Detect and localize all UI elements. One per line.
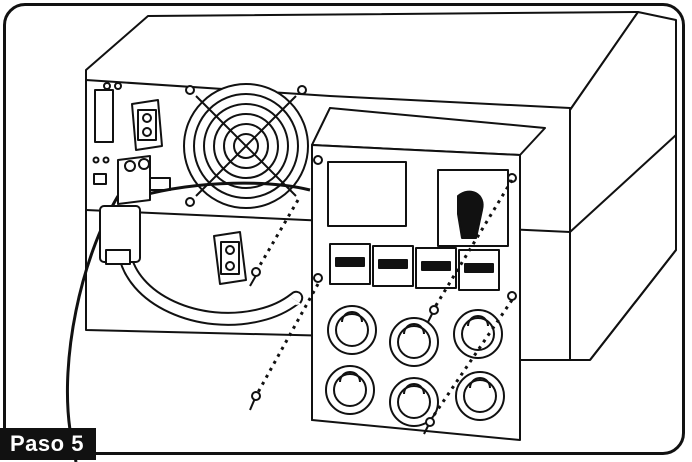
- screw-4: [423, 417, 435, 435]
- outlet-1: [327, 305, 377, 355]
- screw-1: [249, 267, 261, 287]
- outlet-6: [455, 371, 505, 421]
- upper-receptacle: [131, 99, 163, 151]
- mounting-screws: [249, 267, 439, 435]
- outlet-5: [389, 377, 439, 427]
- screw-guides: [254, 179, 514, 425]
- outlet-2: [389, 317, 439, 367]
- screw-2: [249, 391, 261, 411]
- outlet-3: [453, 309, 503, 359]
- pdu-window: [327, 161, 407, 227]
- pdu-breaker-switch: [457, 190, 484, 239]
- screw-3: [427, 305, 439, 323]
- plug-connector: [99, 155, 151, 265]
- fan-grille: [183, 83, 309, 209]
- left-control-panel: [92, 82, 171, 191]
- step-label: Paso 5: [0, 428, 96, 460]
- outlet-4: [325, 365, 375, 415]
- pdu-module: [311, 107, 546, 441]
- twist-lock-outlets: [325, 305, 505, 427]
- lower-receptacle: [213, 231, 247, 285]
